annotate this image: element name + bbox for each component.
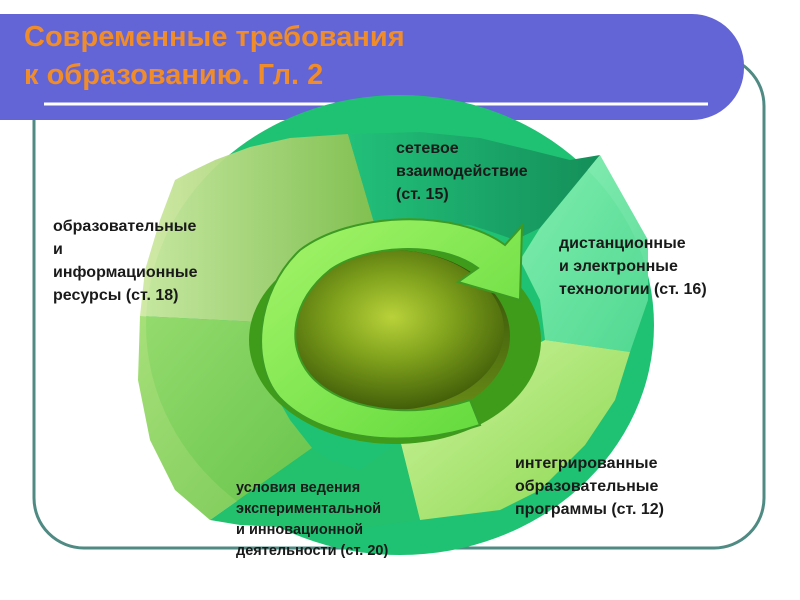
label-usloviya: условия ведения экспериментальной и инно…: [236, 480, 389, 559]
label-distantsionnye: дистанционные и электронные технологии (…: [559, 235, 707, 298]
segment-integrirovannye: [400, 340, 630, 520]
segment-resursy: [140, 134, 375, 322]
header-band: [0, 14, 744, 120]
circular-arrow-icon: [260, 218, 524, 440]
slide-title: Современные требования к образованию. Гл…: [24, 21, 405, 91]
header-band-left: [0, 14, 80, 120]
segment-distantsionnye: [520, 155, 648, 352]
label-integrirovannye: интегрированные образовательные программ…: [515, 455, 664, 518]
segment-left-lower: [138, 316, 312, 520]
center-disc: [280, 250, 504, 410]
label-setevoe: сетевое взаимодействие (ст. 15): [396, 140, 528, 203]
segment-usloviya: [210, 440, 420, 528]
label-resursy: образовательные и информационные ресурсы…: [53, 218, 198, 304]
segment-setevoe: [348, 132, 600, 240]
